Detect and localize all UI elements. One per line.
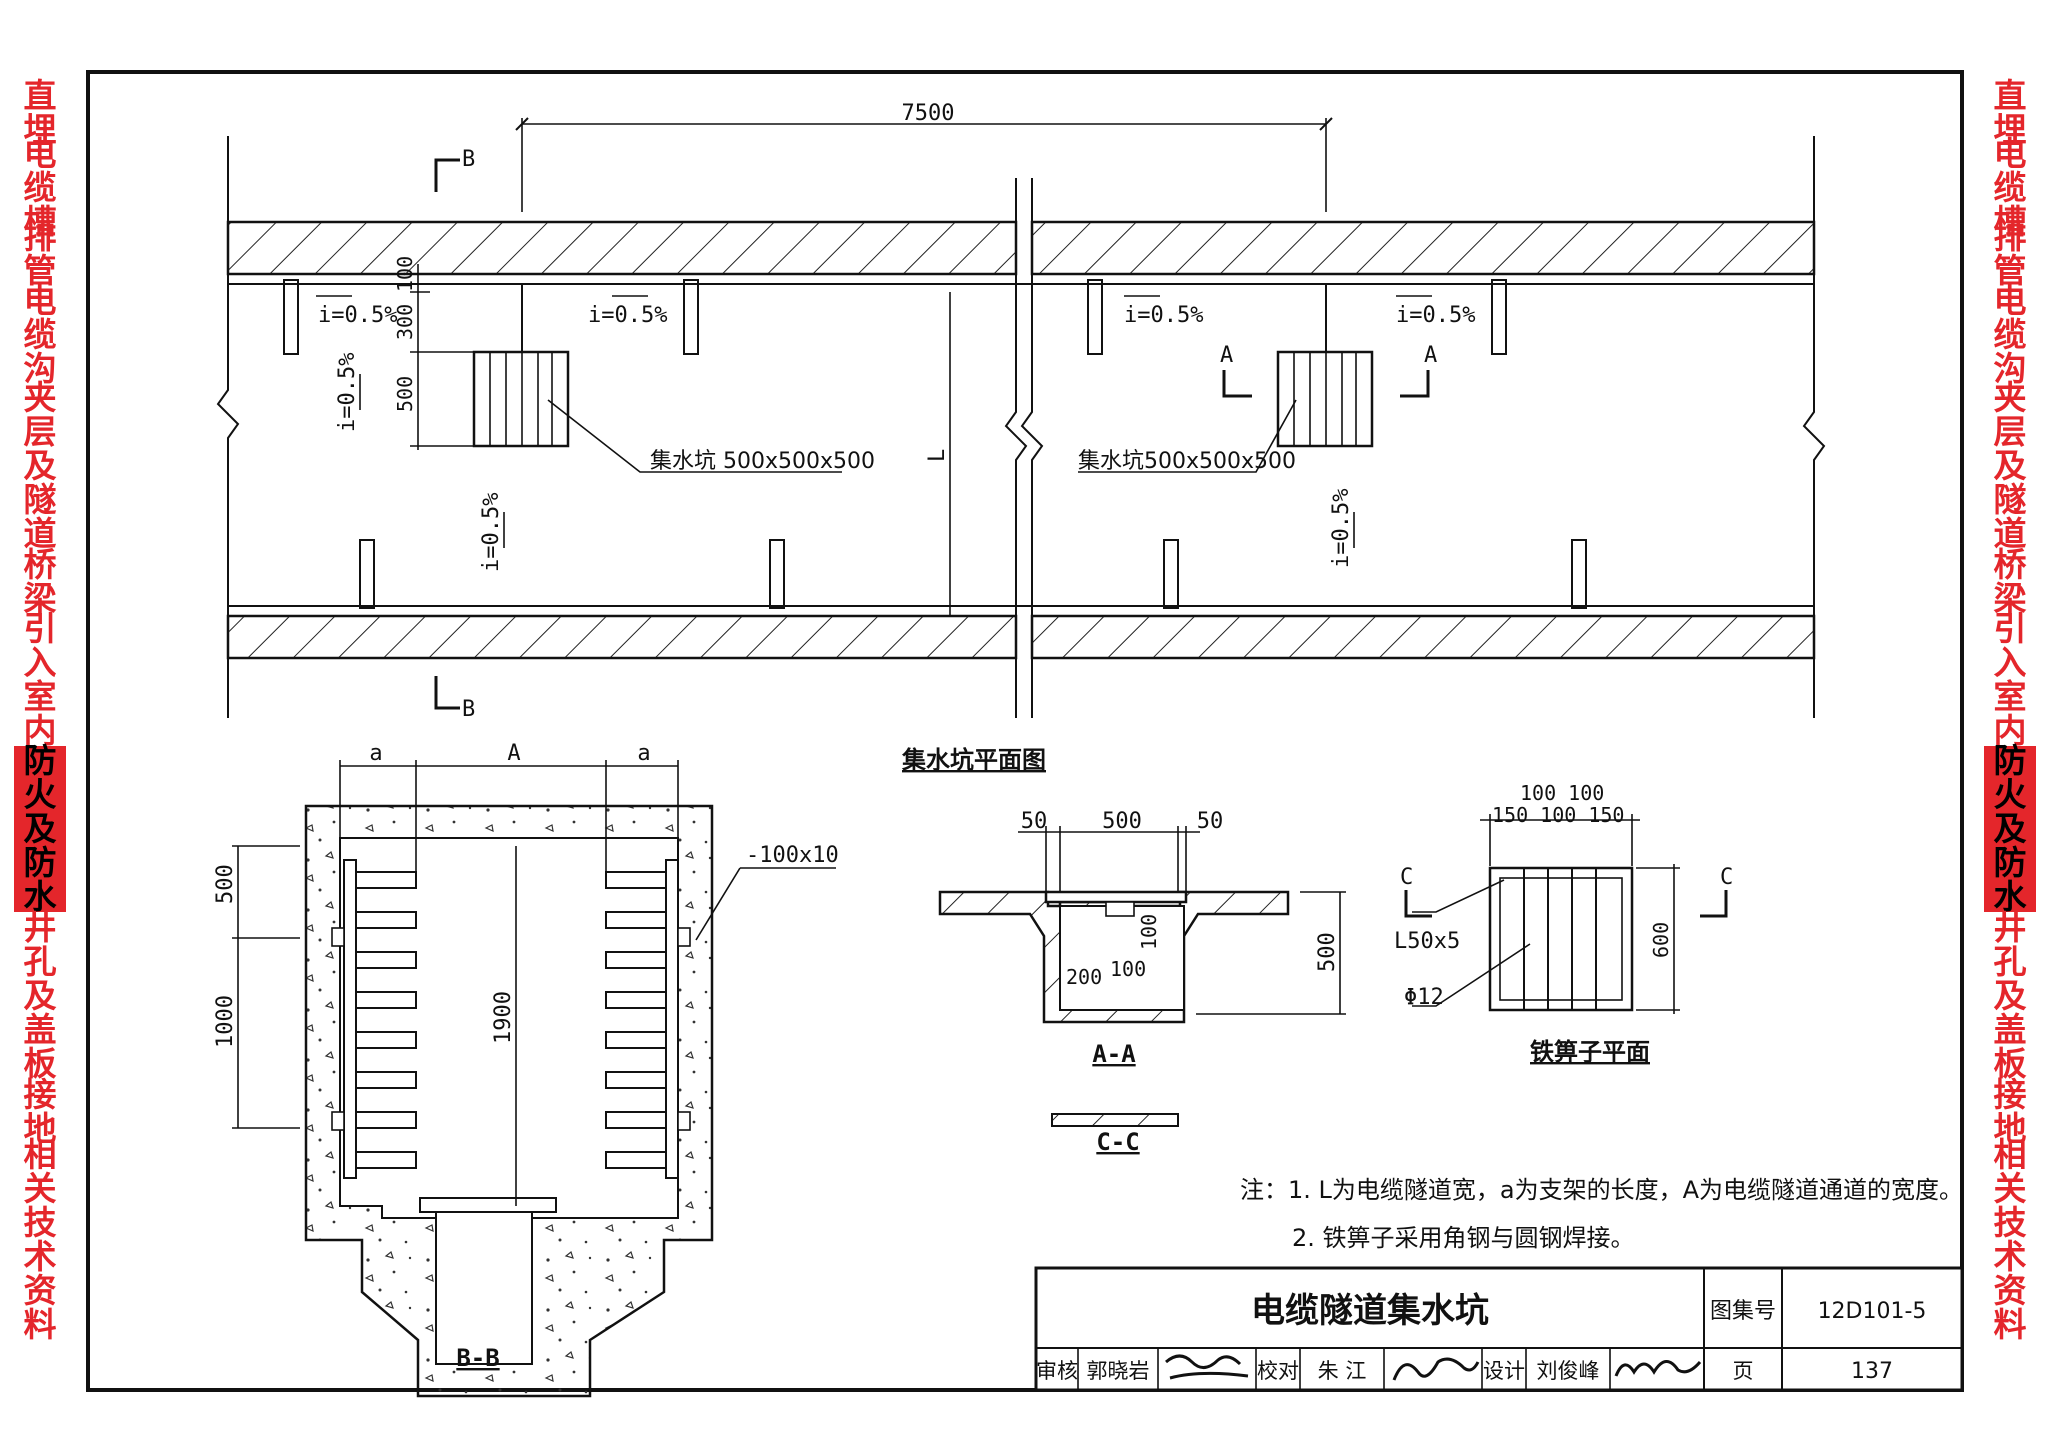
side-tab[interactable]: 桥梁 — [1984, 548, 2036, 616]
section-mark-c-right: C — [1720, 865, 1733, 890]
side-tab[interactable]: 电缆沟 — [14, 284, 66, 386]
dim-A: A — [507, 741, 520, 766]
dim-7500: 7500 — [902, 101, 955, 126]
aa-dim-100-horizontal: 100 — [1110, 957, 1146, 981]
caption-bb: B-B — [456, 1344, 499, 1372]
slope-label-5: i=0.5% — [335, 353, 360, 432]
top-wall-left — [226, 220, 1018, 276]
section-bb-view: a A a 500 1000 1900 -100x10 B-B — [213, 741, 839, 1398]
side-tab[interactable]: 排管 — [1984, 220, 2036, 288]
side-tab[interactable]: 井孔及盖板 — [14, 911, 66, 1081]
dim-1900-bb: 1900 — [491, 991, 516, 1044]
bottom-wall-left — [226, 614, 1018, 660]
grate-angle-label: L50x5 — [1394, 929, 1460, 954]
grate-dim-600: 600 — [1649, 922, 1673, 958]
side-tab[interactable]: 直埋 — [1984, 72, 2036, 156]
dim-a-right: a — [637, 741, 650, 766]
sump-left — [472, 350, 570, 448]
atlas-no-label: 图集号 — [1710, 1299, 1776, 1324]
caption-cc: C-C — [1096, 1128, 1139, 1156]
aa-dim-200: 200 — [1066, 965, 1102, 989]
section-cc-view: C-C — [1051, 1113, 1179, 1156]
sump-label-right: 集水坑500x500x500 — [1078, 449, 1296, 474]
checker-name: 朱 江 — [1318, 1359, 1367, 1383]
grate-frame — [1488, 866, 1634, 1012]
checker-signature — [1392, 1357, 1480, 1381]
grate-rod-label: Φ12 — [1404, 985, 1444, 1010]
dim-1000-bb: 1000 — [213, 995, 238, 1048]
section-mark-a-left: A — [1220, 343, 1233, 368]
aa-dim-500-vertical: 500 — [1315, 932, 1340, 972]
left-category-tabs: 直埋电缆槽排管电缆沟夹层及隧道桥梁引入室内防火及防水井孔及盖板接地相关技术资料 — [14, 72, 66, 1390]
tunnel-plan-view: 7500 B B i=0.5% i=0.5% i=0.5% i=0.5% i=0… — [216, 101, 1826, 722]
right-category-tabs: 直埋电缆槽排管电缆沟夹层及隧道桥梁引入室内防火及防水井孔及盖板接地相关技术资料 — [1984, 72, 2036, 1390]
atlas-no-value: 12D101-5 — [1818, 1299, 1927, 1324]
page-label: 页 — [1733, 1359, 1754, 1383]
caption-aa: A-A — [1092, 1040, 1136, 1068]
side-tab[interactable]: 电缆槽 — [14, 137, 66, 239]
caption-grate: 铁箅子平面 — [1530, 1038, 1650, 1066]
slope-label-6: i=0.5% — [479, 493, 504, 572]
title-block: 电缆隧道集水坑 图集号 12D101-5 审核 郭晓岩 校对 朱 江 设计 刘俊… — [1034, 1266, 1964, 1392]
designer-signature — [1614, 1360, 1702, 1377]
drawing-title: 电缆隧道集水坑 — [1251, 1291, 1489, 1331]
grate-dim-top1: 100 100 — [1520, 781, 1604, 805]
reviewer-name: 郭晓岩 — [1087, 1359, 1150, 1383]
side-tab[interactable]: 接地 — [1984, 1078, 2036, 1146]
designer-name: 刘俊峰 — [1537, 1359, 1600, 1383]
slope-label-1: i=0.5% — [318, 303, 397, 328]
section-mark-a-right: A — [1424, 343, 1437, 368]
side-tab[interactable]: 排管 — [14, 220, 66, 288]
dim-500-plan: 500 — [393, 376, 417, 412]
design-label: 设计 — [1483, 1359, 1525, 1383]
side-tab[interactable]: 井孔及盖板 — [1984, 911, 2036, 1081]
section-mark-b-top: B — [462, 147, 475, 172]
grate-dim-top2: 150 100 150 — [1492, 803, 1624, 827]
grate-plan-view: 100 100 150 100 150 L50x5 Φ12 600 C C 铁箅… — [1394, 781, 1733, 1066]
side-tab[interactable]: 防火及防水 — [1984, 744, 2036, 914]
side-tab[interactable]: 夹层及隧道 — [1984, 381, 2036, 551]
top-wall-right — [1030, 220, 1816, 276]
side-tab[interactable]: 相关技术资料 — [14, 1138, 66, 1342]
sump-plan-title: 集水坑平面图 — [901, 746, 1046, 774]
page-number: 137 — [1851, 1359, 1893, 1384]
plate-label: -100x10 — [746, 843, 839, 868]
sump-right — [1276, 350, 1374, 448]
slope-label-7: i=0.5% — [1329, 489, 1354, 568]
sump-label-left: 集水坑 500x500x500 — [650, 449, 875, 474]
slope-label-3: i=0.5% — [1124, 303, 1203, 328]
side-tab[interactable]: 直埋 — [14, 72, 66, 156]
side-tab[interactable]: 夹层及隧道 — [14, 381, 66, 551]
side-tab[interactable]: 电缆沟 — [1984, 284, 2036, 386]
side-tab[interactable]: 引入室内 — [1984, 612, 2036, 748]
side-tab[interactable]: 电缆槽 — [1984, 137, 2036, 239]
side-tab[interactable]: 引入室内 — [14, 612, 66, 748]
reviewer-signature — [1165, 1354, 1249, 1380]
aa-dim-500: 500 — [1102, 809, 1142, 834]
review-label: 审核 — [1036, 1359, 1078, 1383]
slope-label-2: i=0.5% — [588, 303, 667, 328]
sheet-border — [86, 70, 1964, 1392]
dim-L: L — [925, 449, 950, 462]
side-tab[interactable]: 相关技术资料 — [1984, 1138, 2036, 1342]
note-line-1: 注：1. L为电缆隧道宽，a为支架的长度，A为电缆隧道通道的宽度。 — [1240, 1176, 1963, 1204]
side-tab[interactable]: 防火及防水 — [14, 744, 66, 914]
dim-a-left: a — [369, 741, 382, 766]
side-tab[interactable]: 接地 — [14, 1078, 66, 1146]
aa-dim-100-vertical: 100 — [1137, 914, 1161, 950]
dim-500-bb: 500 — [213, 864, 238, 904]
bottom-wall-right — [1030, 614, 1816, 660]
aa-dim-50-left: 50 — [1021, 809, 1048, 834]
side-tab[interactable]: 桥梁 — [14, 548, 66, 616]
dim-300-plan: 300 — [393, 304, 417, 340]
section-mark-c-left: C — [1400, 865, 1413, 890]
aa-dim-50-right: 50 — [1197, 809, 1224, 834]
section-mark-b-bottom: B — [462, 697, 475, 722]
slope-label-4: i=0.5% — [1396, 303, 1475, 328]
section-aa-view: 50 500 50 100 200 100 500 A-A — [938, 809, 1346, 1068]
dim-100-plan: 100 — [393, 256, 417, 292]
note-line-2: 2. 铁箅子采用角钢与圆钢焊接。 — [1292, 1224, 1635, 1252]
check-label: 校对 — [1257, 1359, 1299, 1383]
